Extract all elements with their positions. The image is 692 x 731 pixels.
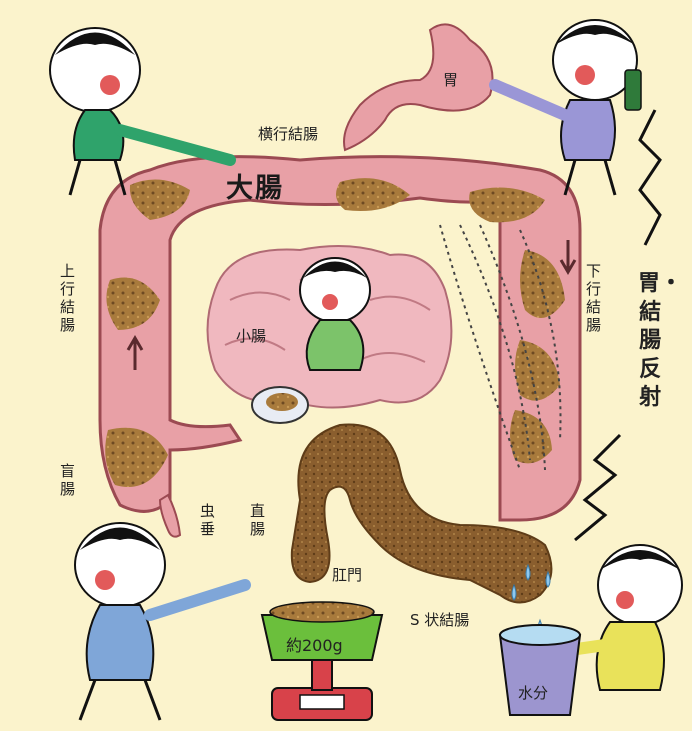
label-ascending-colon: 上行結腸 (60, 262, 75, 334)
label-cecum: 盲腸 (60, 462, 75, 498)
character-bottom-left (75, 523, 245, 720)
label-gastrocolic-reflex: 胃・結腸反射 (638, 270, 662, 413)
label-rectum: 直腸 (250, 502, 265, 538)
label-stomach: 胃 (443, 72, 458, 89)
label-water: 水分 (518, 685, 548, 702)
stomach (344, 24, 493, 150)
bottle-icon (625, 70, 641, 110)
label-appendix: 虫垂 (200, 502, 215, 538)
label-descending-colon: 下行結腸 (586, 262, 601, 334)
label-small-intestine: 小腸 (236, 328, 266, 345)
character-bottom-right (570, 545, 682, 690)
label-anus: 肛門 (332, 567, 362, 584)
scale-icon (262, 602, 382, 720)
label-sigmoid-colon: S 状結腸 (410, 612, 469, 629)
label-large-intestine: 大腸 (226, 173, 284, 204)
label-stool-weight: 約200g (286, 637, 343, 655)
label-transverse-colon: 横行結腸 (258, 126, 318, 143)
